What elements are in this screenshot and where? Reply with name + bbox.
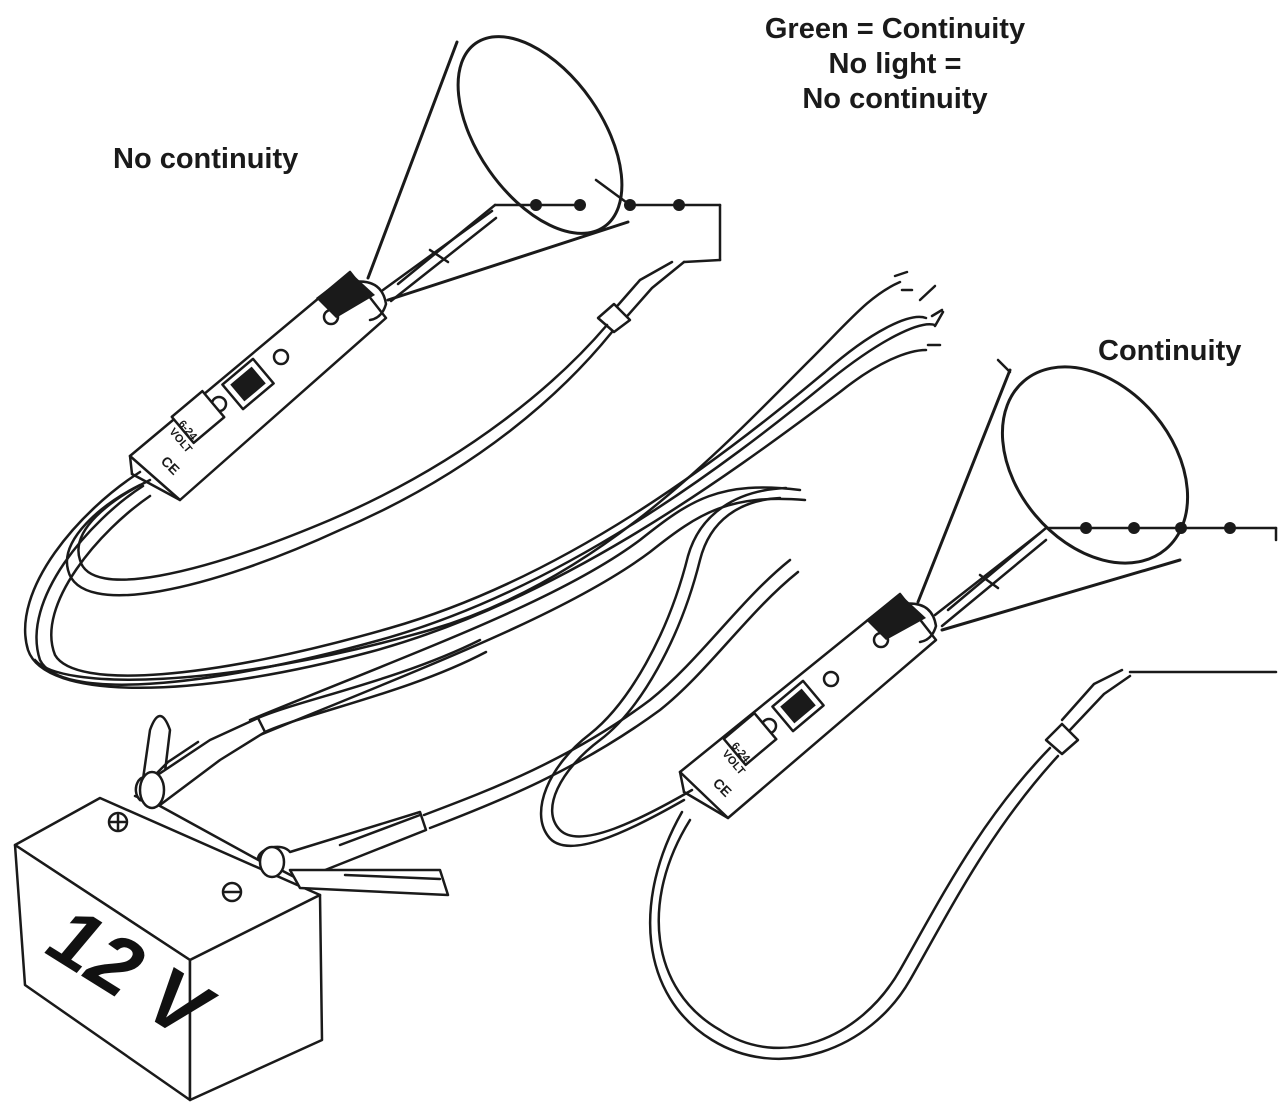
right-connector-plug	[1044, 668, 1132, 756]
left-tester-cables	[23, 284, 945, 689]
left-connector-plug	[596, 260, 686, 334]
battery-positive-clamp	[134, 638, 488, 810]
right-closed-circuit	[946, 526, 1278, 674]
left-probe-tip	[381, 209, 498, 303]
right-magnifier-cone	[916, 358, 1190, 632]
legend-no-light-line: No light =	[828, 48, 962, 80]
left-tester-body	[128, 270, 388, 502]
right-tester-cables	[539, 486, 1060, 1061]
legend-no-continuity-line: No continuity	[802, 83, 988, 115]
no-continuity-label: No continuity	[113, 143, 299, 175]
legend: Green = Continuity No light = No continu…	[745, 12, 1045, 117]
right-probe-tip	[933, 531, 1048, 628]
left-circuit-nodes	[530, 199, 685, 211]
middle-cable-loops	[33, 270, 914, 737]
battery-negative-clamp	[256, 558, 800, 897]
legend-green-line: Green = Continuity	[764, 13, 1026, 45]
right-circuit-nodes	[1080, 522, 1236, 534]
left-magnifier-cone	[366, 35, 630, 302]
right-tester-body	[678, 592, 938, 820]
continuity-label: Continuity	[1098, 335, 1242, 367]
left-open-circuit	[396, 178, 722, 286]
